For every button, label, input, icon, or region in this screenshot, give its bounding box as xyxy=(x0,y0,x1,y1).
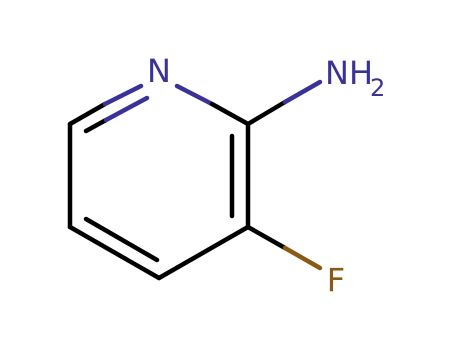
bond-c6-n1-nitrogen-half xyxy=(102,83,144,107)
bond-c6-n1-carbon-half xyxy=(67,101,108,127)
bond-c6-n1-double-nitrogen-half xyxy=(103,95,150,123)
fluorine-label: F xyxy=(327,261,345,299)
bond-c3-c4 xyxy=(156,224,251,281)
bond-c4-c5-double xyxy=(83,216,160,263)
bond-c3-f-carbon-half xyxy=(245,224,288,251)
amino-subscript: 2 xyxy=(370,74,385,102)
bond-c4-c5 xyxy=(67,224,162,281)
bond-n1-c2-carbon-half xyxy=(209,101,251,127)
bond-c3-f-fluorine-half xyxy=(282,245,323,271)
bond-n1-c2-nitrogen-half xyxy=(174,83,215,107)
ring-nitrogen-label: N xyxy=(147,52,171,90)
bond-c2-amino-nitrogen-half xyxy=(282,79,323,105)
amino-group-label: NH xyxy=(325,54,373,92)
bond-c6-n1-double-carbon-half xyxy=(83,117,109,134)
bond-c2-amino-carbon-half xyxy=(245,99,288,127)
